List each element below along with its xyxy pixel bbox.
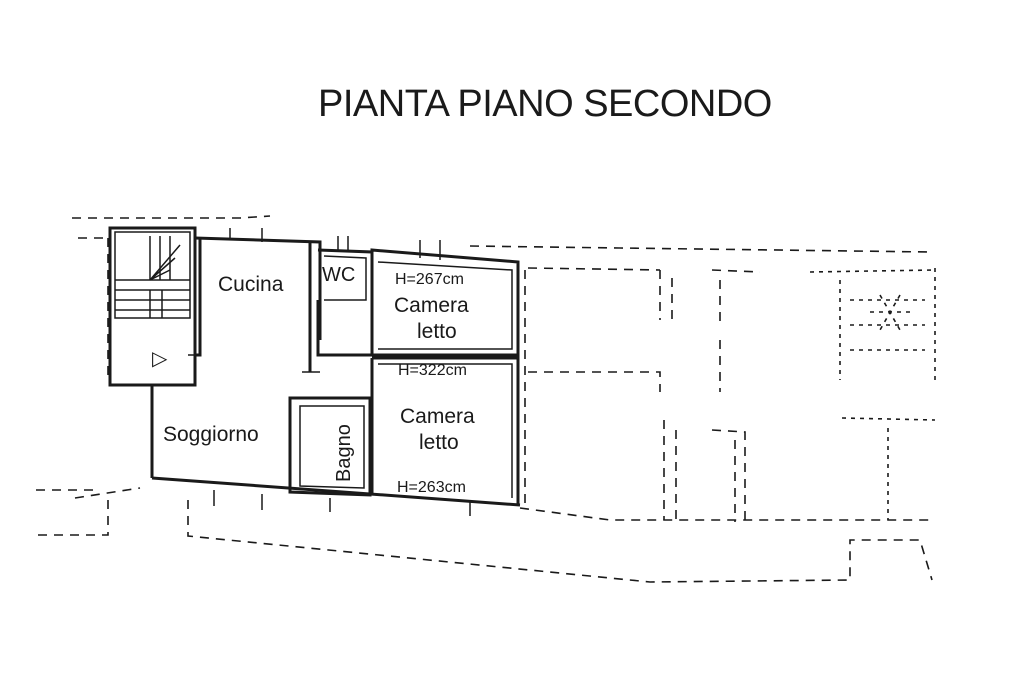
- label-bagno: Bagno: [333, 424, 355, 482]
- neighbour-outline-right: [524, 267, 936, 522]
- label-wc: WC: [322, 264, 355, 286]
- label-soggiorno: Soggiorno: [163, 423, 259, 446]
- label-camera2-line1: Camera: [400, 405, 475, 428]
- plan-title: PIANTA PIANO SECONDO: [318, 83, 772, 125]
- courtyard-outline: [187, 245, 933, 583]
- apartment-walls: [108, 226, 521, 516]
- label-camera2-line2: letto: [419, 431, 459, 454]
- label-camera1-height: H=267cm: [395, 271, 464, 288]
- label-camera2-height-bottom: H=263cm: [397, 479, 466, 496]
- stair-arrow-icon: ▷: [152, 348, 168, 370]
- room-labels: Cucina WC H=267cm Camera letto H=322cm S…: [152, 264, 475, 496]
- label-cucina: Cucina: [218, 273, 284, 296]
- label-camera2-height-top: H=322cm: [398, 362, 467, 379]
- label-camera1-line1: Camera: [394, 294, 469, 317]
- neighbour-outline-left: [36, 215, 271, 536]
- label-camera1-line2: letto: [417, 320, 457, 343]
